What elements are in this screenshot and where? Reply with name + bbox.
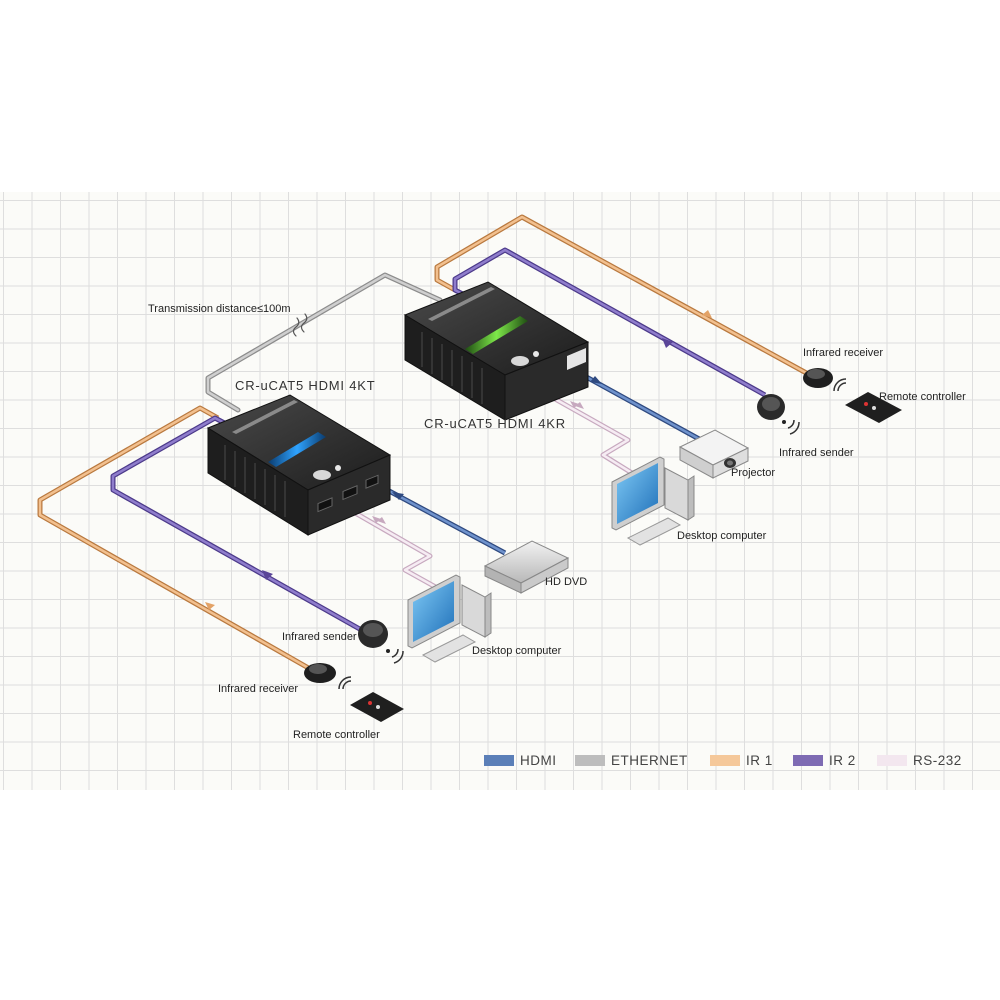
hdmi-cable-right <box>568 365 712 448</box>
ir-sender-right <box>757 394 800 435</box>
ir-sender-left-label: Infrared sender <box>282 631 357 643</box>
legend-label-hdmi: HDMI <box>520 753 557 768</box>
legend-swatch-rs232 <box>877 755 907 766</box>
ir-receiver-left <box>304 663 336 683</box>
remote-controller-right <box>833 378 902 423</box>
legend-swatch-hdmi <box>484 755 514 766</box>
desktop-computer-left <box>407 574 492 663</box>
hd-dvd-label: HD DVD <box>545 576 587 588</box>
legend-swatch-ethernet <box>575 755 605 766</box>
ir-receiver-right <box>803 368 833 388</box>
hdmi-cable-left <box>376 482 507 556</box>
remote-controller-right-label: Remote controller <box>879 391 966 403</box>
ir-receiver-right-label: Infrared receiver <box>803 347 883 359</box>
remote-controller-left-label: Remote controller <box>293 729 380 741</box>
ir2-cable-left <box>110 415 367 635</box>
legend-swatch-ir2 <box>793 755 823 766</box>
desktop-computer-right <box>611 456 695 546</box>
ethernet-cable <box>205 272 443 413</box>
legend-label-ir2: IR 2 <box>829 753 856 768</box>
legend-label-ethernet: ETHERNET <box>611 753 688 768</box>
desktop-left-label: Desktop computer <box>472 645 562 657</box>
distance-label: Transmission distance≤100m <box>148 303 291 315</box>
projector-device <box>678 429 750 479</box>
ir-receiver-left-label: Infrared receiver <box>218 683 298 695</box>
receiver-model-label: CR-uCAT5 HDMI 4KR <box>424 416 566 431</box>
legend: HDMI ETHERNET IR 1 IR 2 RS-232 <box>484 753 962 768</box>
legend-swatch-ir1 <box>710 755 740 766</box>
legend-label-rs232: RS-232 <box>913 753 962 768</box>
transmitter-device <box>206 394 392 536</box>
legend-label-ir1: IR 1 <box>746 753 773 768</box>
ir-sender-right-label: Infrared sender <box>779 447 854 459</box>
projector-label: Projector <box>731 467 775 479</box>
receiver-device <box>403 281 590 421</box>
desktop-right-label: Desktop computer <box>677 530 767 542</box>
remote-controller-left <box>338 676 404 722</box>
transmitter-model-label: CR-uCAT5 HDMI 4KT <box>235 378 375 393</box>
hd-dvd-player <box>483 540 570 594</box>
ir1-cable-right <box>434 214 812 378</box>
ir-sender-left <box>358 620 404 664</box>
ir1-cable-left <box>37 405 314 673</box>
